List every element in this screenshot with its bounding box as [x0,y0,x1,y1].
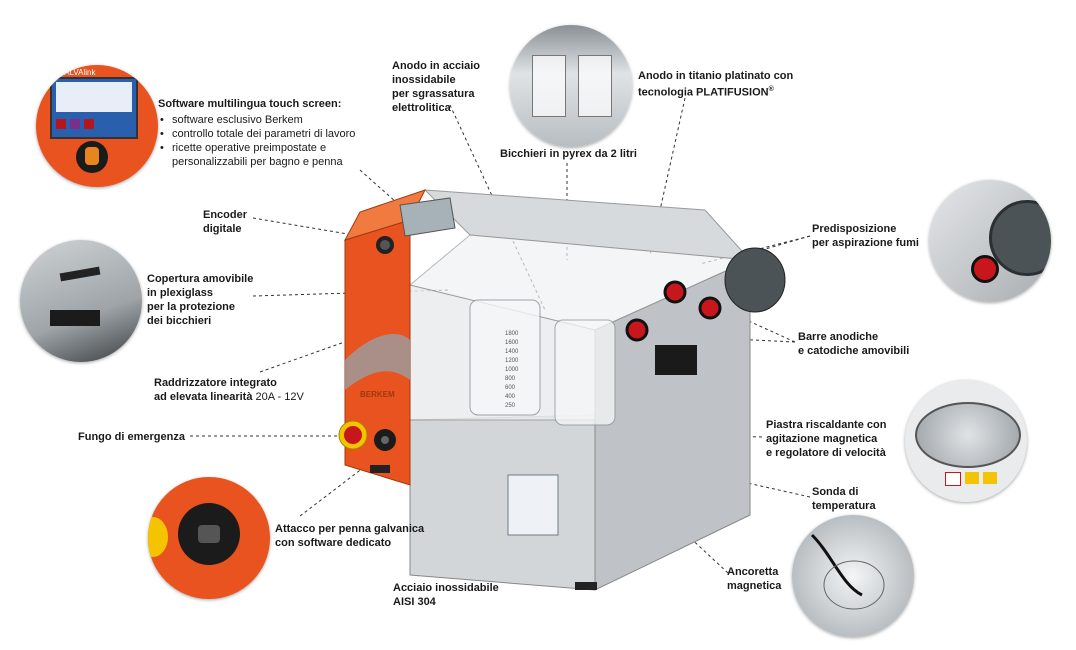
probe-detail-photo [792,515,914,637]
beakers-label: Bicchieri in pyrex da 2 litri [500,148,637,160]
software-callout: Software multilingua touch screen: softw… [158,97,403,169]
stir-bar-label: Ancoretta magnetica [727,566,782,592]
anode-steel-label: Anodo in acciaio inossidabile per sgrass… [392,60,481,114]
connector-icon [178,503,240,565]
fume-connector-detail-photo [929,180,1051,302]
software-item: controllo totale dei parametri di lavoro [160,127,403,141]
cover-detail-photo [20,240,142,362]
software-title: Software multilingua touch screen: [158,98,342,110]
rectifier-label: Raddrizzatore integrato ad elevata linea… [154,377,304,403]
heating-plate-label: Piastra riscaldante con agitazione magne… [766,419,887,459]
software-item: ricette operative preimpostate e persona… [160,141,403,169]
leader-rectifier [259,339,351,373]
screen-display [50,77,138,139]
anode-titanium-label: Anodo in titanio platinato con tecnologi… [638,70,794,99]
beaker-scale: 1800 1600 1400 1200 1000 800 600 400 250 [505,331,519,409]
brand-logo: BERKEM [360,390,395,399]
software-item: software esclusivo Berkem [160,113,403,127]
cover-label: Copertura amovibile in plexiglass per la… [147,273,254,327]
pen-connector-label: Attacco per penna galvanica con software… [275,523,425,549]
screen-title: GALVAlink [58,68,96,77]
electroplating-machine-illustration [338,189,786,591]
emergency-label: Fungo di emergenza [78,431,185,443]
leader-pen [299,454,381,517]
heating-plate-detail-photo [905,380,1027,502]
fume-label: Predisposizione per aspirazione fumi [812,223,919,249]
probe-label: Sonda di temperatura [812,486,876,512]
anode-detail-photo [510,25,632,147]
touchscreen-detail-photo [36,65,158,187]
pen-connector-detail-photo [148,477,270,599]
steel-label: Acciaio inossidabile AISI 304 [393,582,499,608]
encoder-label: Encoder digitale [203,209,248,235]
bars-label: Barre anodiche e catodiche amovibili [798,331,910,357]
encoder-knob-icon [76,141,108,173]
